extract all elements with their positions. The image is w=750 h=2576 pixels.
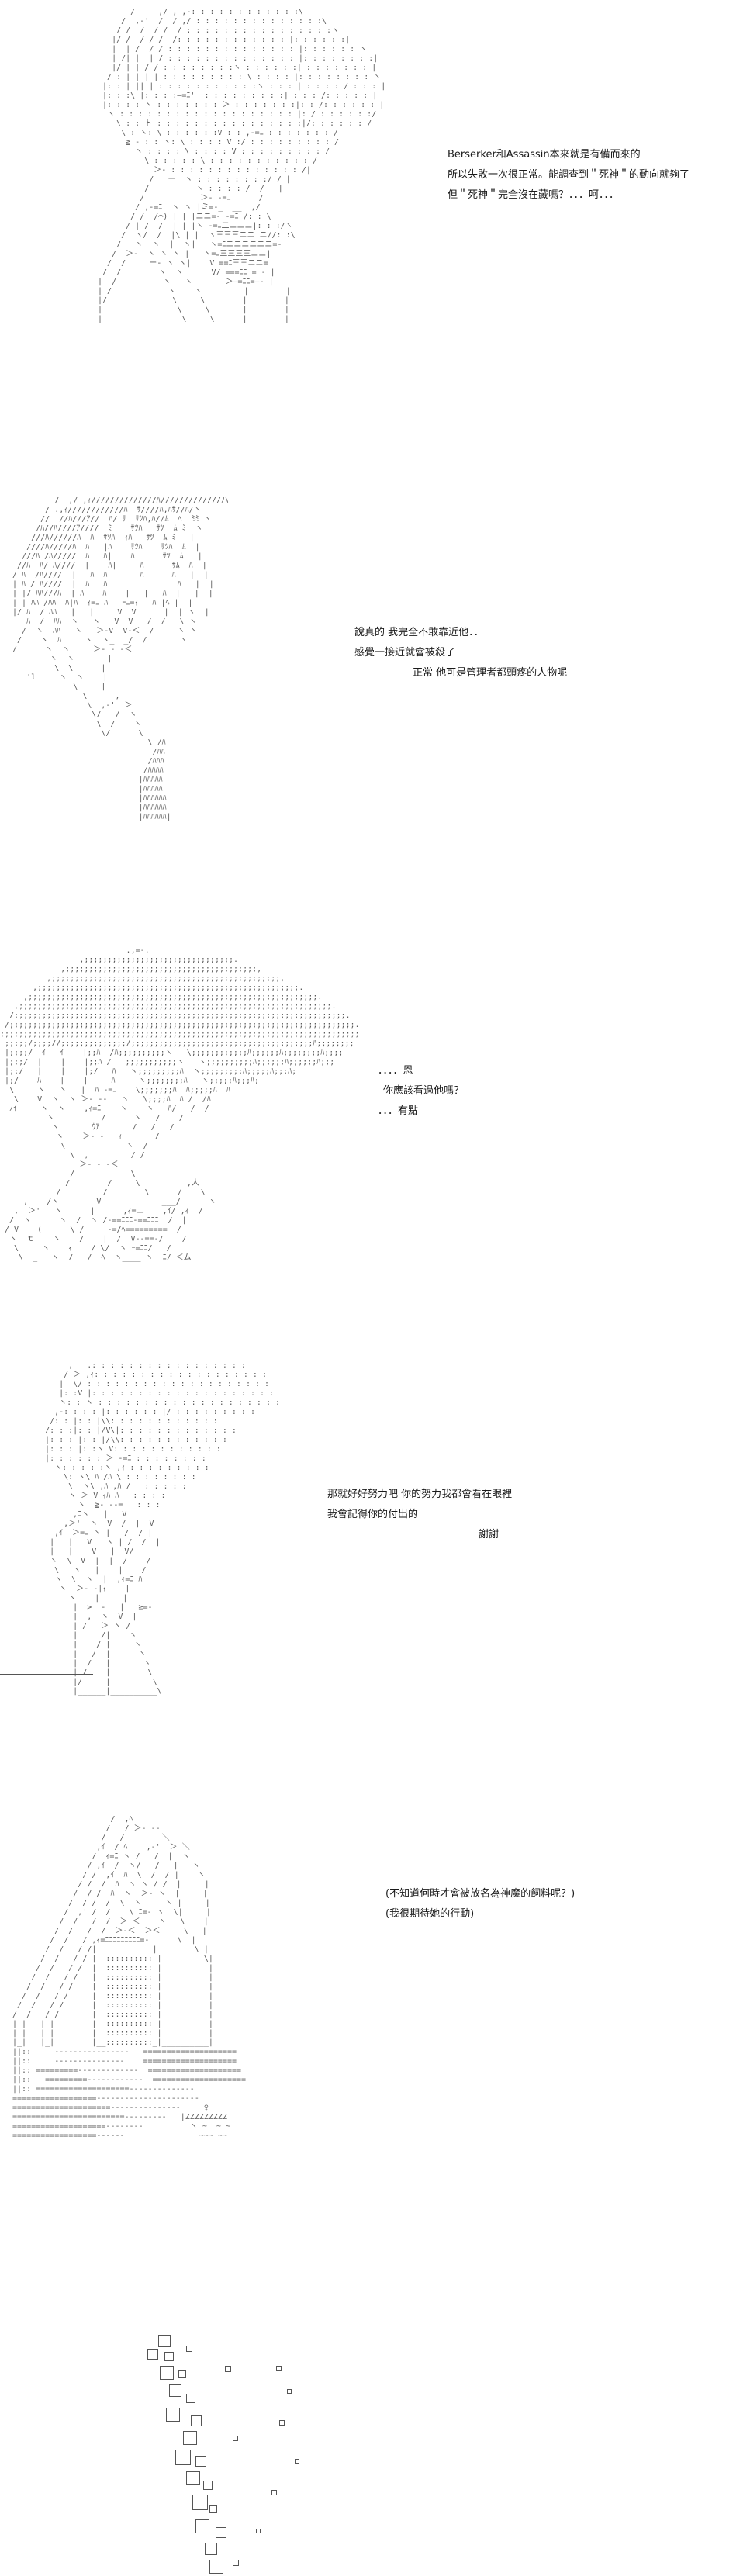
- panel-3: .,=-. ,;;;;;;;;;;;;;;;;;;;;;;;;;;;;;;;;.…: [0, 931, 750, 1350]
- dialog-line: 謝謝: [479, 1529, 499, 1540]
- ascii-art-figure: .,=-. ,;;;;;;;;;;;;;;;;;;;;;;;;;;;;;;;;.…: [0, 946, 360, 1262]
- dialog-text: ．．．．恩 你應該看過他嗎？ ．．．有點: [378, 1061, 464, 1122]
- square-shape: [233, 2436, 238, 2441]
- dialog-text: 那就好好努力吧 你的努力我都會看在眼裡 我會記得你的付出的 謝謝: [327, 1485, 512, 1545]
- dialog-line: 正常 他可是管理者都頭疼的人物呢: [413, 667, 568, 679]
- square-shape: [178, 2370, 186, 2378]
- dialog-line: 你應該看過他嗎？: [383, 1085, 465, 1097]
- square-shape: [195, 2519, 209, 2533]
- square-shape: [186, 2471, 200, 2485]
- ascii-art-figure: / ,ﾍ / / ＞- -- / / ＼ ,ｲ / ﾍ ,-' ＞ ＼ / ｨ=…: [12, 1815, 247, 2140]
- square-shape: [256, 2529, 261, 2533]
- square-shape: [147, 2349, 158, 2360]
- dialog-line: 所以失敗一次很正常。能調查到＂死神＂的動向就夠了: [448, 169, 690, 181]
- square-shape: [192, 2495, 208, 2510]
- square-shape: [169, 2384, 181, 2397]
- square-shape: [186, 2346, 192, 2352]
- square-shape: [216, 2527, 226, 2538]
- square-shape: [191, 2415, 202, 2426]
- square-shape: [160, 2366, 174, 2380]
- square-shape: [203, 2481, 213, 2490]
- dialog-text: 說真的 我完全不敢靠近他．． 感覺一接近就會被殺了 正常 他可是管理者都頭疼的人…: [354, 623, 567, 683]
- dialog-text: (不知道何時才會被放名為神魔的飼料呢？) (我很期待她的行動): [385, 1884, 575, 1924]
- dialog-line: (我很期待她的行動): [385, 1908, 475, 1920]
- dialog-line: ．．．有點: [378, 1105, 419, 1117]
- square-shape: [279, 2420, 285, 2426]
- square-shape: [287, 2389, 292, 2394]
- square-shape: [186, 2394, 195, 2403]
- dialog-line: 說真的 我完全不敢靠近他．．: [354, 627, 484, 638]
- dialog-line: Berserker和Assassin本來就是有備而來的: [448, 149, 641, 161]
- square-shape: [158, 2335, 171, 2347]
- square-shape: [205, 2543, 217, 2555]
- square-shape: [175, 2450, 191, 2465]
- square-shape: [209, 2505, 217, 2513]
- dialog-line: ．．．．恩: [378, 1065, 413, 1077]
- ascii-art-figure: / ,/ , ,-: : : : : : : : : : : :\ / ,-' …: [98, 8, 386, 323]
- panel-4: , .: : : : : : : : : : : : : : : : : / ＞…: [0, 1350, 750, 1807]
- panel-6-squares: [0, 2335, 750, 2576]
- square-shape: [195, 2456, 206, 2467]
- square-shape: [225, 2366, 231, 2372]
- ascii-art-figure: / ,/ ,ｨ//////////////ﾊ/////////////ハ / .…: [12, 496, 229, 821]
- panel-5: / ,ﾍ / / ＞- -- / / ＼ ,ｲ / ﾍ ,-' ＞ ＼ / ｨ=…: [0, 1807, 750, 2335]
- square-shape: [271, 2490, 277, 2495]
- square-shape: [276, 2366, 282, 2371]
- square-shape: [166, 2408, 180, 2422]
- square-shape: [209, 2560, 223, 2574]
- square-shape: [233, 2560, 239, 2566]
- square-shape: [183, 2431, 197, 2445]
- square-shape: [164, 2352, 174, 2361]
- panel-2: / ,/ ,ｨ//////////////ﾊ/////////////ハ / .…: [0, 496, 750, 931]
- ascii-art-figure: , .: : : : : : : : : : : : : : : : : / ＞…: [45, 1361, 281, 1696]
- panel-divider: [0, 1674, 93, 1675]
- square-shape: [295, 2459, 299, 2464]
- dialog-text: Berserker和Assassin本來就是有備而來的 所以失敗一次很正常。能調…: [448, 145, 690, 206]
- panel-1: / ,/ , ,-: : : : : : : : : : : :\ / ,-' …: [0, 0, 750, 496]
- dialog-line: 那就好好努力吧 你的努力我都會看在眼裡: [327, 1489, 513, 1500]
- dialog-line: 感覺一接近就會被殺了: [354, 647, 456, 659]
- dialog-line: 我會記得你的付出的: [327, 1509, 419, 1520]
- dialog-line: 但＂死神＂完全沒在藏嗎？．．．呵．．．: [448, 189, 620, 201]
- dialog-line: (不知道何時才會被放名為神魔的飼料呢？): [385, 1888, 575, 1900]
